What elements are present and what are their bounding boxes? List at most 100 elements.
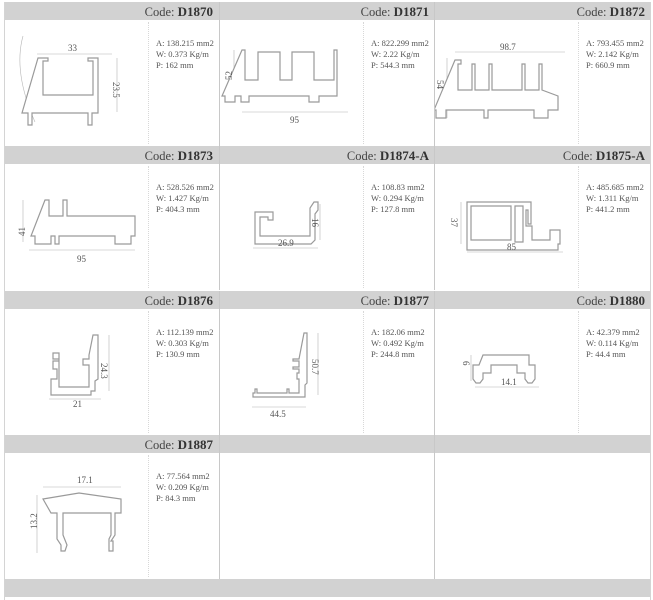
dotted-divider	[363, 22, 364, 144]
row-header-bar	[5, 146, 650, 164]
profile-specs: A: 793.455 mm2 W: 2.142 Kg/m P: 660.9 mm	[586, 38, 644, 71]
dotted-divider	[578, 166, 579, 288]
profile-code: Code: D1877	[360, 293, 429, 308]
perimeter-value: P: 244.8 mm	[371, 349, 415, 359]
catalog-row-3: Code: D1876 21 24.3 A: 112.139 mm2 W: 0.…	[5, 291, 650, 435]
perimeter-value: P: 162 mm	[156, 60, 194, 70]
weight-value: W: 0.373 Kg/m	[156, 49, 209, 59]
area-value: A: 485.685 mm2	[586, 182, 644, 192]
svg-text:17.1: 17.1	[77, 475, 93, 485]
svg-text:13.2: 13.2	[29, 513, 39, 529]
area-value: A: 42.379 mm2	[586, 327, 640, 337]
svg-text:41: 41	[17, 227, 27, 236]
profile-card-d1872: Code: D1872 98.7 54 A: 793.455 mm2 W: 2.…	[433, 2, 651, 146]
dotted-divider	[363, 311, 364, 433]
svg-text:6: 6	[461, 361, 471, 366]
profile-drawing: 95 52	[220, 22, 363, 146]
weight-value: W: 0.294 Kg/m	[371, 193, 424, 203]
profile-card-d1871: Code: D1871 95 52 A: 822.299 mm2 W: 2.22…	[219, 2, 435, 146]
profile-code: Code: D1870	[144, 4, 213, 19]
weight-value: W: 1.427 Kg/m	[156, 193, 209, 203]
profile-specs: A: 182.06 mm2 W: 0.492 Kg/m P: 244.8 mm	[371, 327, 425, 360]
profile-card-d1873: Code: D1873 95 41 A: 528.526 mm2 W: 1.42…	[5, 146, 219, 290]
weight-value: W: 0.303 Kg/m	[156, 338, 209, 348]
perimeter-value: P: 404.3 mm	[156, 204, 200, 214]
profile-specs: A: 112.139 mm2 W: 0.303 Kg/m P: 130.9 mm	[156, 327, 214, 360]
empty-card	[219, 435, 435, 579]
profile-specs: A: 42.379 mm2 W: 0.114 Kg/m P: 44.4 mm	[586, 327, 640, 360]
weight-value: W: 2.142 Kg/m	[586, 49, 639, 59]
catalog-row-1: Code: D1870 33 23.5 A: 138.215 mm2 W: 0.…	[5, 2, 650, 146]
dotted-divider	[363, 166, 364, 288]
profile-drawing: 33 23.5	[5, 22, 148, 146]
perimeter-value: P: 544.3 mm	[371, 60, 415, 70]
profile-catalog-grid: Code: D1870 33 23.5 A: 138.215 mm2 W: 0.…	[4, 2, 651, 600]
profile-card-d1870: Code: D1870 33 23.5 A: 138.215 mm2 W: 0.…	[5, 2, 219, 146]
perimeter-value: P: 660.9 mm	[586, 60, 630, 70]
area-value: A: 112.139 mm2	[156, 327, 214, 337]
weight-value: W: 1.311 Kg/m	[586, 193, 639, 203]
profile-drawing: 85 37	[435, 166, 578, 290]
profile-card-d1880: Code: D1880 14.1 6 A: 42.379 mm2 W: 0.11…	[434, 291, 651, 435]
perimeter-value: P: 130.9 mm	[156, 349, 200, 359]
svg-text:95: 95	[77, 254, 87, 264]
perimeter-value: P: 84.3 mm	[156, 493, 196, 503]
dotted-divider	[148, 455, 149, 577]
profile-drawing: 14.1 6	[435, 311, 578, 435]
svg-text:95: 95	[290, 115, 300, 125]
profile-code: Code: D1887	[144, 437, 213, 452]
profile-card-d1875-a: Code: D1875-A 85 37 A: 485.685 mm2 W: 1.…	[434, 146, 651, 290]
profile-code: Code: D1875-A	[562, 148, 645, 163]
profile-specs: A: 485.685 mm2 W: 1.311 Kg/m P: 441.2 mm	[586, 182, 644, 215]
dotted-divider	[148, 311, 149, 433]
svg-text:26.9: 26.9	[278, 238, 294, 248]
area-value: A: 528.526 mm2	[156, 182, 214, 192]
profile-specs: A: 528.526 mm2 W: 1.427 Kg/m P: 404.3 mm	[156, 182, 214, 215]
profile-specs: A: 822.299 mm2 W: 2.22 Kg/m P: 544.3 mm	[371, 38, 429, 71]
svg-text:23.5: 23.5	[111, 82, 121, 98]
profile-specs: A: 108.83 mm2 W: 0.294 Kg/m P: 127.8 mm	[371, 182, 425, 215]
weight-value: W: 0.492 Kg/m	[371, 338, 424, 348]
svg-text:52: 52	[224, 71, 234, 80]
profile-card-d1877: Code: D1877 44.5 50.7 A: 182.06 mm2 W: 0…	[219, 291, 435, 435]
weight-value: W: 0.114 Kg/m	[586, 338, 639, 348]
area-value: A: 793.455 mm2	[586, 38, 644, 48]
svg-text:24.3: 24.3	[99, 363, 109, 379]
profile-drawing: 26.9 16	[220, 166, 363, 290]
catalog-row-4: Code: D1887 17.1 13.2 A: 77.564 mm2 W: 0…	[5, 435, 650, 579]
row-header-bar	[5, 291, 650, 309]
svg-text:85: 85	[507, 242, 517, 252]
profile-card-d1887: Code: D1887 17.1 13.2 A: 77.564 mm2 W: 0…	[5, 435, 219, 579]
svg-text:14.1: 14.1	[501, 377, 517, 387]
dotted-divider	[578, 22, 579, 144]
perimeter-value: P: 441.2 mm	[586, 204, 630, 214]
svg-text:50.7: 50.7	[310, 359, 320, 375]
svg-text:98.7: 98.7	[500, 42, 516, 52]
profile-code: Code: D1880	[576, 293, 645, 308]
profile-code: Code: D1873	[144, 148, 213, 163]
area-value: A: 108.83 mm2	[371, 182, 425, 192]
row-header-bar	[5, 435, 650, 453]
dotted-divider	[148, 22, 149, 144]
svg-text:33: 33	[68, 43, 78, 53]
profile-specs: A: 77.564 mm2 W: 0.209 Kg/m P: 84.3 mm	[156, 471, 210, 504]
area-value: A: 138.215 mm2	[156, 38, 214, 48]
area-value: A: 182.06 mm2	[371, 327, 425, 337]
profile-code: Code: D1871	[360, 4, 429, 19]
profile-code: Code: D1876	[144, 293, 213, 308]
area-value: A: 77.564 mm2	[156, 471, 210, 481]
empty-card	[434, 435, 651, 579]
svg-text:54: 54	[435, 80, 445, 90]
profile-code: Code: D1874-A	[346, 148, 429, 163]
svg-text:44.5: 44.5	[270, 409, 286, 419]
row-header-bar	[5, 2, 650, 20]
profile-card-d1874-a: Code: D1874-A 26.9 16 A: 108.83 mm2 W: 0…	[219, 146, 435, 290]
svg-text:37: 37	[449, 218, 459, 228]
profile-card-d1876: Code: D1876 21 24.3 A: 112.139 mm2 W: 0.…	[5, 291, 219, 435]
profile-drawing: 44.5 50.7	[220, 311, 363, 435]
footer-header-bar	[5, 579, 650, 597]
profile-specs: A: 138.215 mm2 W: 0.373 Kg/m P: 162 mm	[156, 38, 214, 71]
area-value: A: 822.299 mm2	[371, 38, 429, 48]
dotted-divider	[578, 311, 579, 433]
perimeter-value: P: 127.8 mm	[371, 204, 415, 214]
